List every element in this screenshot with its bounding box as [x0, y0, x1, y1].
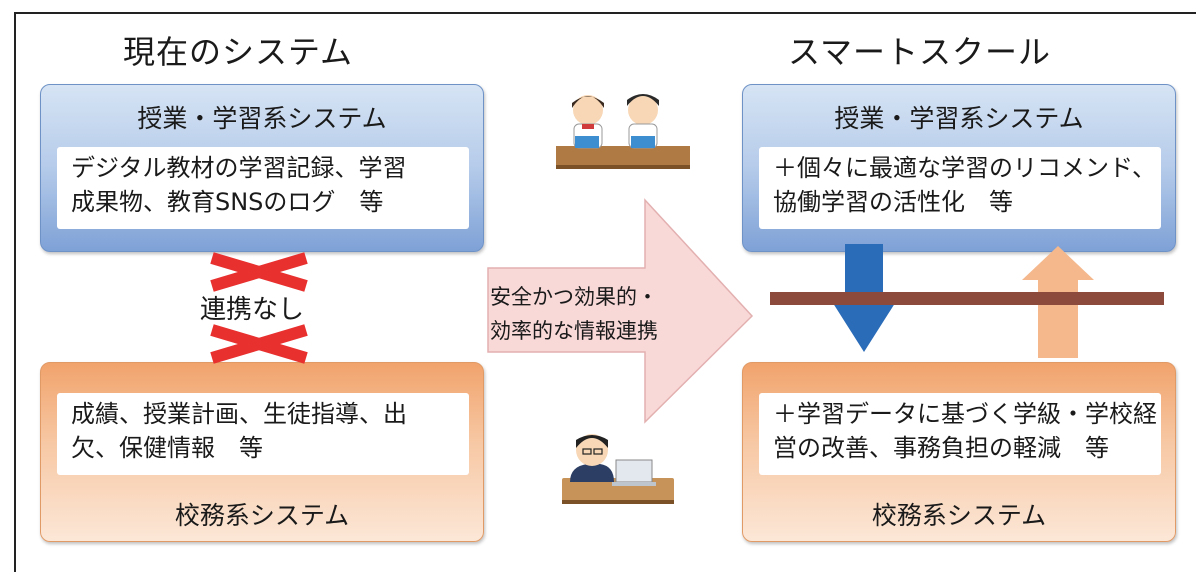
left-school-affairs-label: 校務系システム	[174, 501, 350, 530]
teacher-illustration-icon	[562, 434, 674, 504]
right-school-affairs-line2: 営の改善、事務負担の軽減 等	[773, 434, 1109, 462]
info-link-line2: 効率的な情報連携	[490, 319, 658, 343]
left-learning-system-box: 授業・学習系システム デジタル教材の学習記録、学習 成果物、教育SNSのログ 等	[40, 84, 484, 252]
left-school-affairs-content: 成績、授業計画、生徒指導、出 欠、保健情報 等	[57, 393, 469, 475]
info-link-line1: 安全かつ効果的・	[490, 285, 658, 309]
right-learning-system-line1: ＋個々に最適な学習のリコメンド、	[773, 154, 1157, 182]
left-school-affairs-box: 成績、授業計画、生徒指導、出 欠、保健情報 等 校務系システム	[40, 362, 484, 542]
left-school-affairs-line2: 欠、保健情報 等	[71, 434, 263, 462]
left-section-title: 現在のシステム	[123, 33, 354, 71]
right-school-affairs-content: ＋学習データに基づく学級・学校経 営の改善、事務負担の軽減 等	[759, 393, 1161, 475]
right-school-affairs-box: ＋学習データに基づく学級・学校経 営の改善、事務負担の軽減 等 校務系システム	[742, 362, 1176, 542]
integration-bar	[770, 292, 1164, 305]
diagram-frame	[14, 12, 1196, 572]
left-school-affairs-line1: 成績、授業計画、生徒指導、出	[71, 400, 407, 428]
right-school-affairs-line1: ＋学習データに基づく学級・学校経	[773, 400, 1157, 428]
right-learning-system-content: ＋個々に最適な学習のリコメンド、 協働学習の活性化 等	[759, 147, 1161, 229]
no-link-x-bottom-icon	[210, 324, 308, 364]
right-school-affairs-label: 校務系システム	[871, 501, 1047, 530]
students-illustration-icon	[556, 94, 690, 169]
right-learning-system-line2: 協働学習の活性化 等	[773, 188, 1013, 216]
no-link-x-top-icon	[210, 252, 308, 292]
right-learning-system-box: 授業・学習系システム ＋個々に最適な学習のリコメンド、 協働学習の活性化 等	[742, 84, 1176, 252]
left-learning-system-content: デジタル教材の学習記録、学習 成果物、教育SNSのログ 等	[57, 147, 469, 229]
no-link-label: 連携なし	[200, 295, 305, 325]
big-right-arrow	[487, 198, 754, 424]
info-link-text: 安全かつ効果的・ 効率的な情報連携	[490, 280, 658, 348]
right-section-title: スマートスクール	[788, 33, 1052, 71]
left-learning-system-label: 授業・学習系システム	[137, 104, 387, 133]
right-learning-system-label: 授業・学習系システム	[834, 104, 1084, 133]
left-learning-system-line2: 成果物、教育SNSのログ 等	[71, 188, 384, 216]
left-learning-system-line1: デジタル教材の学習記録、学習	[71, 154, 407, 182]
